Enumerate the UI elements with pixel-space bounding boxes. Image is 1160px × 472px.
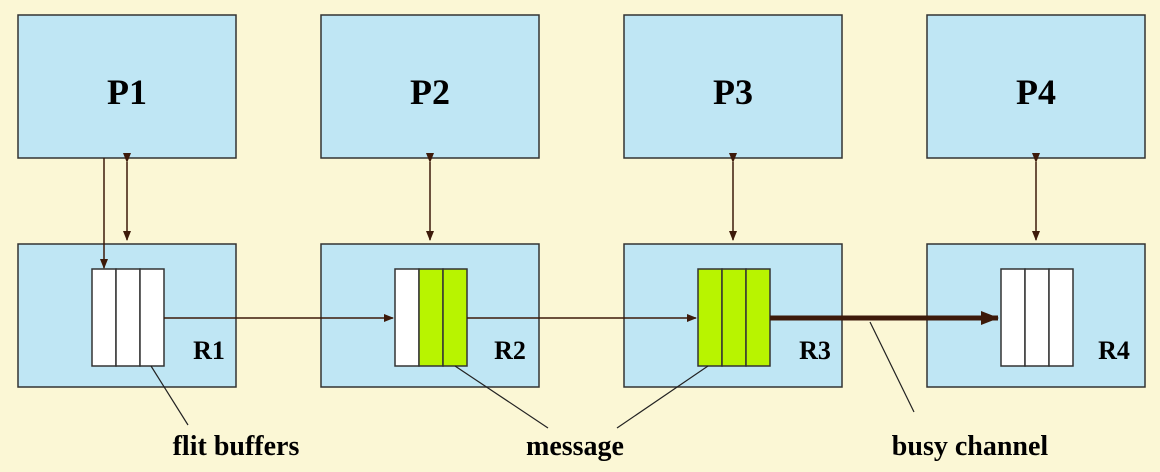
processor-label: P2 <box>410 72 450 112</box>
processor-p3: P3 <box>623 14 843 159</box>
processor-label: P4 <box>1016 72 1056 112</box>
flit-buffer-empty <box>1048 268 1074 367</box>
pointer-message-r3 <box>616 365 709 429</box>
caption-message: message <box>526 431 624 462</box>
processor-p4: P4 <box>926 14 1146 159</box>
caption-pointers <box>150 321 915 429</box>
processor-label: P3 <box>713 72 753 112</box>
flit-buffer-empty <box>1024 268 1050 367</box>
router-label: R4 <box>1098 336 1130 365</box>
pointer-busy-channel <box>869 321 915 413</box>
processor-label: P1 <box>107 72 147 112</box>
caption-busy-channel: busy channel <box>892 431 1049 462</box>
router-label: R3 <box>799 336 831 365</box>
flit-buffer-empty <box>394 268 420 367</box>
flit-buffer-full <box>697 268 723 367</box>
router-label: R2 <box>494 336 526 365</box>
pointer-flit-buffers <box>150 365 189 426</box>
flit-buffer-empty <box>91 268 117 367</box>
caption-flit-buffers: flit buffers <box>173 431 300 462</box>
flit-buffer-empty <box>139 268 165 367</box>
processor-p2: P2 <box>320 14 540 159</box>
flit-buffer-full <box>721 268 747 367</box>
flit-buffer-empty <box>1000 268 1026 367</box>
router-label: R1 <box>193 336 225 365</box>
flit-buffer-full <box>418 268 444 367</box>
processor-router-links <box>100 153 1040 269</box>
flit-buffer-full <box>442 268 468 367</box>
processor-p1: P1 <box>17 14 237 159</box>
flit-buffer-empty <box>115 268 141 367</box>
pointer-message-r2 <box>454 365 549 429</box>
flit-buffer-full <box>745 268 771 367</box>
flit-buffer-group <box>91 268 1074 367</box>
